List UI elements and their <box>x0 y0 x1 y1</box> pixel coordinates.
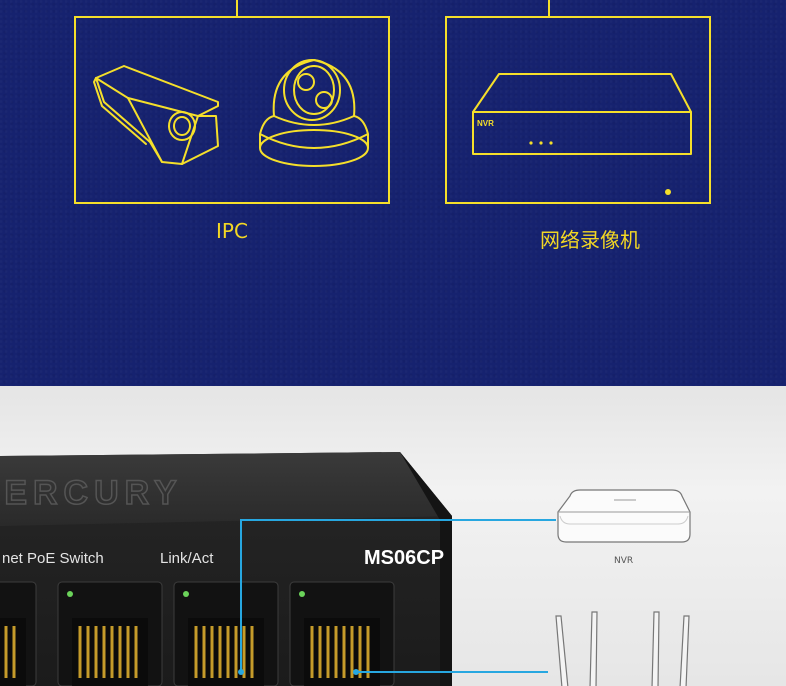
connection-lines <box>238 519 556 675</box>
top-banner: NVR IPC 网络录像机 <box>0 0 786 386</box>
poe-switch-image: MERCURY <box>0 452 452 686</box>
product-section: MERCURY <box>0 386 786 686</box>
nvr-device-label: NVR <box>614 556 634 566</box>
ipc-connector-line <box>236 0 238 17</box>
ipc-frame <box>74 16 390 204</box>
brand-logo: MERCURY <box>0 474 183 512</box>
router-icon <box>555 611 690 686</box>
indicator-dot <box>665 189 671 195</box>
ethernet-ports <box>0 581 395 686</box>
ipc-label: IPC <box>216 219 248 243</box>
link-act-label: Link/Act <box>160 550 214 567</box>
nvr-device-text: NVR <box>477 119 494 128</box>
switch-product-text: net PoE Switch <box>2 550 104 567</box>
dome-camera-icon <box>259 59 369 167</box>
nvr-icon <box>557 489 691 543</box>
texture-overlay <box>0 0 786 386</box>
nvr-label: 网络录像机 <box>540 228 640 252</box>
bullet-camera-icon <box>93 65 219 165</box>
nvr-connector-line <box>548 0 550 17</box>
model-name: MS06CP <box>364 547 445 569</box>
nvr-frame: NVR <box>445 16 711 204</box>
nvr-recorder-icon: NVR <box>472 73 692 155</box>
